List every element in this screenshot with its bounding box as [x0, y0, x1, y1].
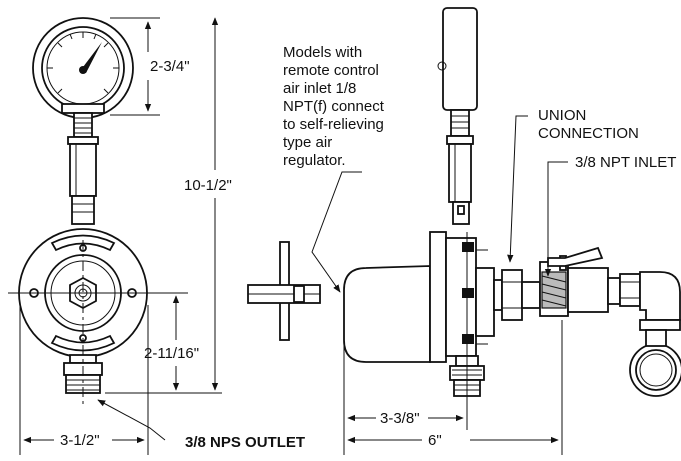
remote-note-line-1: Models with — [283, 44, 362, 61]
text-labels: 2-3/4" 10-1/2" 2-11/16" 3-1/2" 3/8 NPS O… — [60, 44, 676, 451]
front-dimensions — [19, 17, 222, 455]
union-label-line-1: UNION — [538, 107, 586, 124]
remote-key-detail — [247, 241, 321, 341]
front-stem — [67, 112, 99, 225]
center-to-outlet-label: 2-11/16" — [144, 345, 199, 362]
inlet-elbow — [629, 271, 681, 397]
overall-length-label: 6" — [428, 432, 442, 449]
side-gauge — [437, 7, 478, 225]
remote-note-line-4: NPT(f) connect — [283, 98, 385, 115]
remote-note-line-2: remote control — [283, 62, 379, 79]
remote-note-line-5: to self-relieving — [283, 116, 384, 133]
outlet-label: 3/8 NPS OUTLET — [185, 434, 305, 451]
front-gauge — [32, 17, 134, 119]
front-view — [8, 17, 188, 406]
side-dimensions — [311, 115, 568, 455]
union-label-line-2: CONNECTION — [538, 125, 639, 142]
side-body — [343, 231, 495, 404]
inlet-label: 3/8 NPT INLET — [575, 154, 676, 171]
gauge-height-label: 2-3/4" — [150, 58, 190, 75]
side-depth-label: 3-3/8" — [380, 410, 420, 427]
side-view — [247, 7, 681, 404]
overall-height-label: 10-1/2" — [184, 177, 232, 194]
remote-note-line-3: air inlet 1/8 — [283, 80, 356, 97]
body-width-label: 3-1/2" — [60, 432, 100, 449]
remote-note-line-6: type air — [283, 134, 332, 151]
union-fitting — [493, 261, 569, 321]
inlet-valve — [547, 246, 641, 313]
remote-note-line-7: regulator. — [283, 152, 346, 169]
